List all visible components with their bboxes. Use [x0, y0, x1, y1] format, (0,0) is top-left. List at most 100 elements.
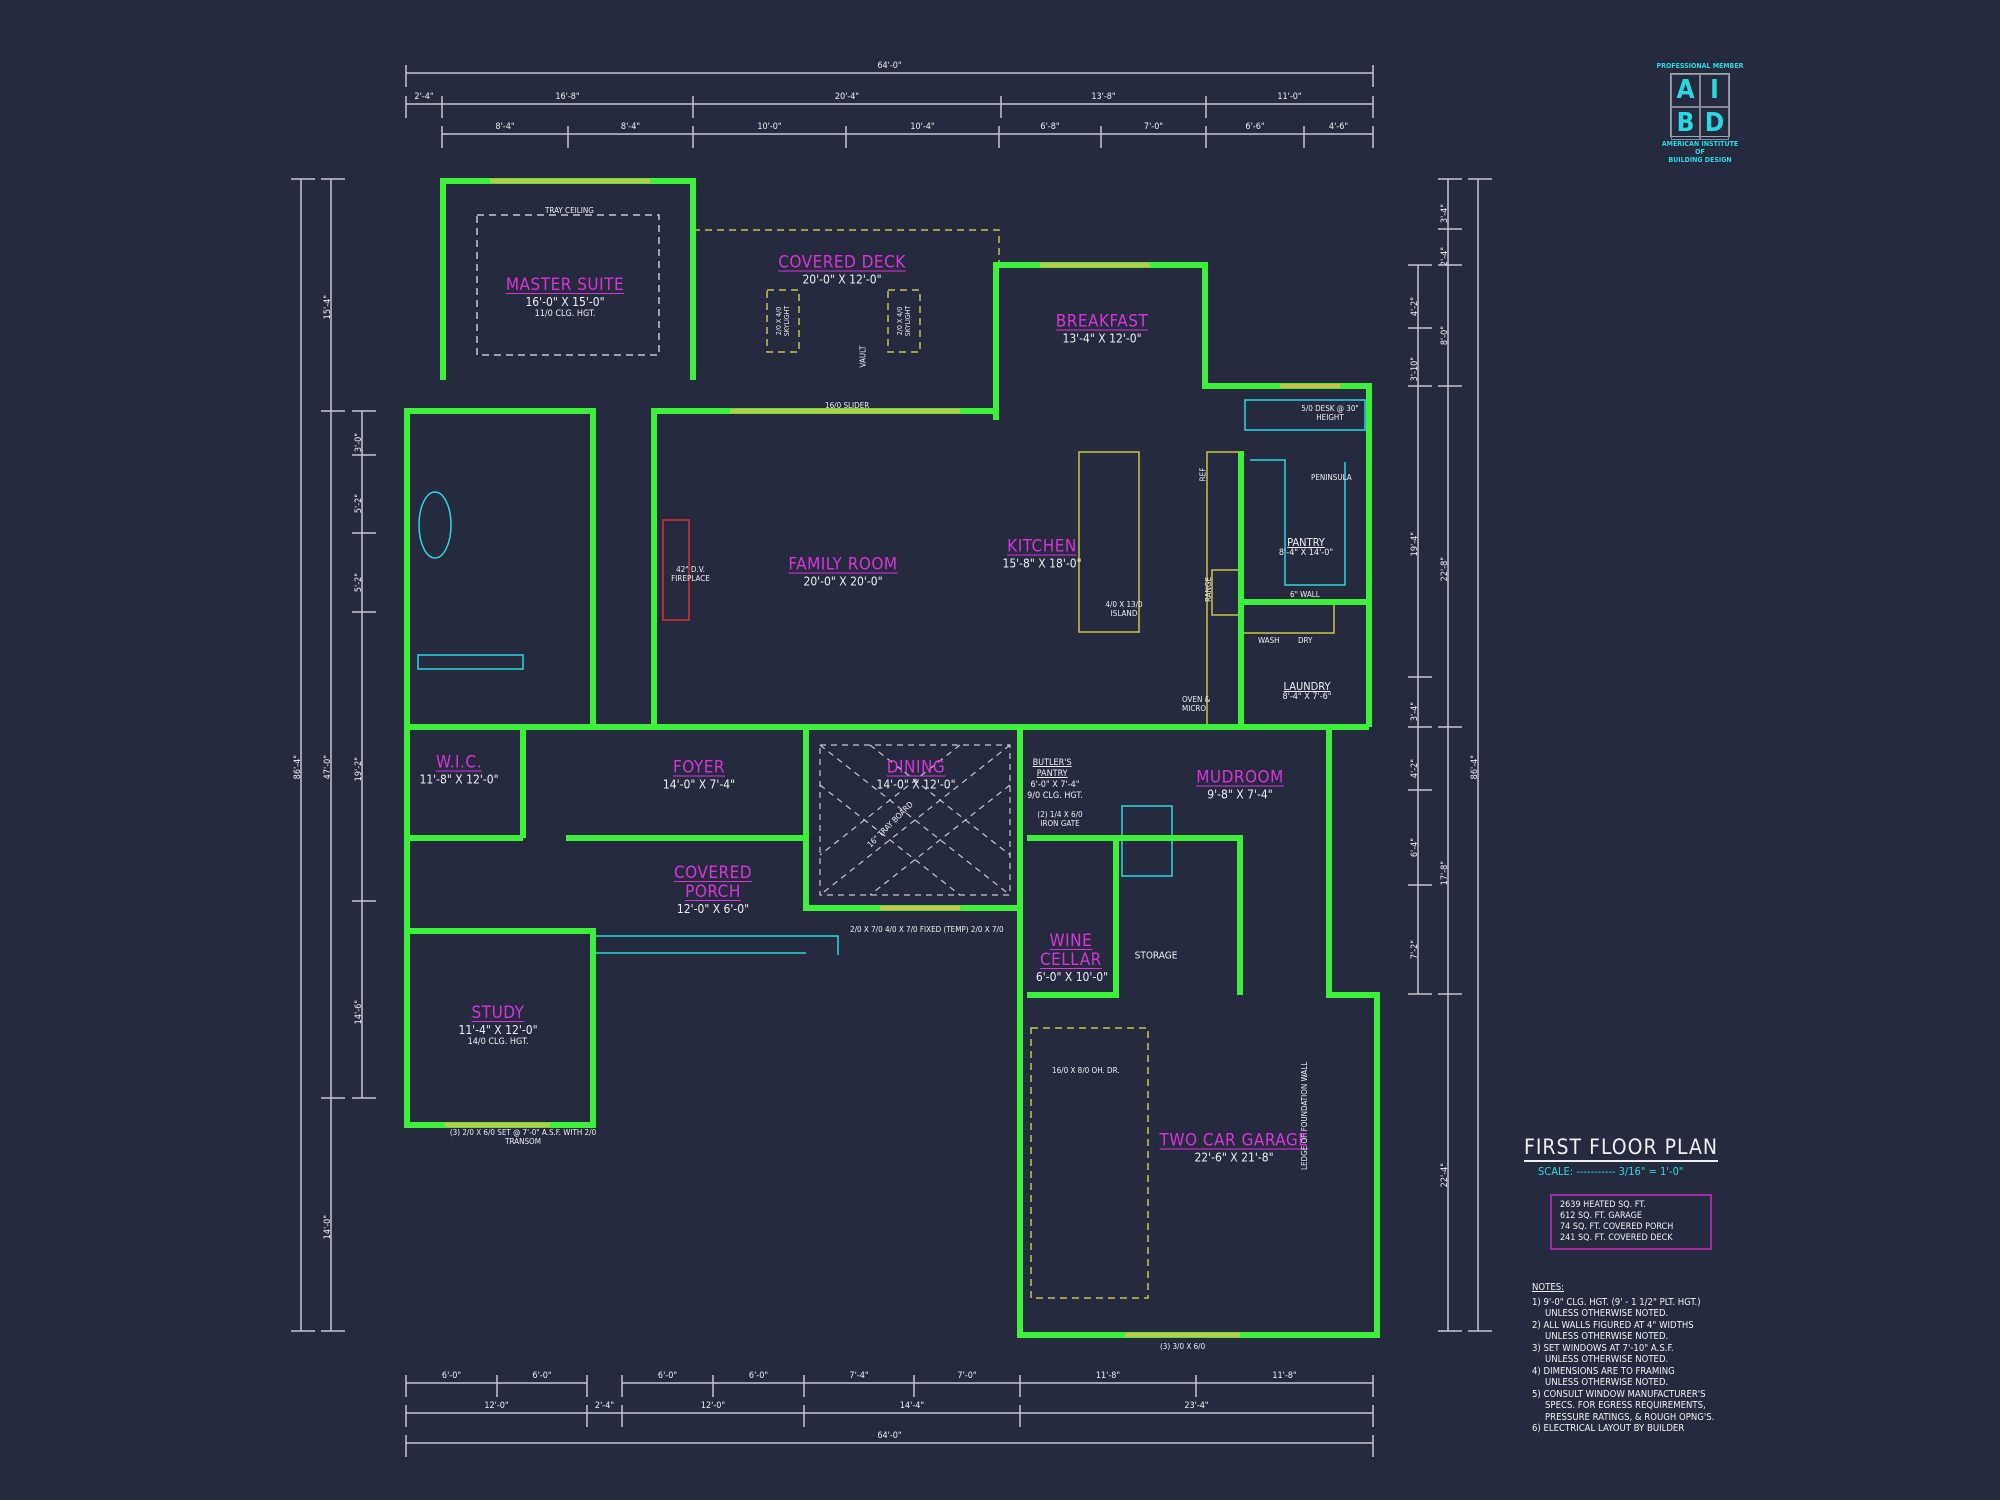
garage-door-outline	[1030, 1027, 1149, 1299]
logo-bottom-text: OF	[1695, 148, 1705, 156]
area-garage: 612 SQ. FT. GARAGE	[1560, 1211, 1643, 1221]
note-line: UNLESS OTHERWISE NOTED.	[1545, 1308, 1669, 1319]
room-name: BUTLER'S PANTRY	[1032, 758, 1072, 779]
garage-door-label: 16/0 X 8/0 OH. DR.	[1052, 1066, 1120, 1075]
dimension-label: 8'-0"	[1440, 325, 1450, 345]
note-line: 1) 9'-0" CLG. HGT. (9' - 1 1/2" PLT. HGT…	[1532, 1296, 1701, 1308]
dimension-label: 4'-2"	[1410, 758, 1420, 778]
dimension-label: 64'-0"	[877, 61, 902, 71]
bath-fixtures	[417, 399, 1366, 955]
dimension-label: 6'-8"	[1040, 122, 1060, 132]
area-heated: 2639 HEATED SQ. FT.	[1560, 1200, 1646, 1210]
foundation-label: LEDGE OF FOUNDATION WALL	[1300, 1061, 1309, 1170]
room-dimension: 12'-0" X 6'-0"	[676, 902, 750, 916]
plan-scale: SCALE: ----------- 3/16" = 1'-0"	[1538, 1165, 1684, 1178]
room-name: MASTER SUITE	[505, 275, 625, 295]
room-dining: DINING 14'-0" X 12'-0"	[876, 758, 955, 792]
dimension-label: 2'-4"	[1440, 247, 1450, 267]
room-note: 14/0 CLG. HGT.	[467, 1037, 529, 1047]
note-line: UNLESS OTHERWISE NOTED.	[1545, 1331, 1669, 1342]
wall-west-wing	[404, 408, 596, 1128]
dimension-label: 6'-0"	[441, 1371, 462, 1381]
dimension-label: 3'-0"	[354, 433, 364, 453]
wall-breakfast-pantry	[993, 262, 1372, 727]
dimension-label: 7'-0"	[957, 1371, 977, 1381]
note-line: UNLESS OTHERWISE NOTED.	[1545, 1354, 1669, 1365]
logo-letter: D	[1700, 107, 1729, 140]
dimension-label: 10'-0"	[757, 122, 782, 132]
dimension-label: 6'-0"	[657, 1371, 678, 1381]
vanity	[417, 654, 524, 670]
wall-wine-cellar	[1027, 835, 1119, 998]
room-name: FOYER	[672, 757, 726, 778]
dimension-label: 6'-6"	[1245, 122, 1265, 132]
wall-storage	[1116, 835, 1243, 995]
general-notes: NOTES: 1) 9'-0" CLG. HGT. (9' - 1 1/2" P…	[1532, 1282, 1714, 1435]
room-dimension: 11'-4" X 12'-0"	[458, 1023, 538, 1037]
room-master-suite: MASTER SUITE 16'-0" X 15'-0" 11/0 CLG. H…	[506, 276, 624, 320]
note-line: 4) DIMENSIONS ARE TO FRAMING	[1532, 1365, 1675, 1377]
slider-label: 16/0 SLIDER	[825, 401, 870, 410]
note-line: 5) CONSULT WINDOW MANUFACTURER'S	[1532, 1388, 1706, 1400]
garage-window-label: (3) 3/0 X 6/0	[1160, 1342, 1206, 1351]
dimension-label: 13'-8"	[1091, 92, 1116, 102]
room-breakfast: BREAKFAST 13'-4" X 12'-0"	[1055, 311, 1149, 346]
study-window-label: (3) 2/0 X 6/0 SET @ 7'-0" A.S.F. WITH 2/…	[449, 1128, 597, 1146]
kitchen-island	[1078, 451, 1140, 633]
room-name: BREAKFAST	[1055, 311, 1149, 332]
room-name: LAUNDRY	[1283, 680, 1331, 693]
logo-letter: B	[1671, 107, 1700, 140]
dimension-label: 3'-4"	[1410, 702, 1420, 722]
room-name: PANTRY	[1287, 536, 1325, 549]
room-name: WINE CELLAR	[1039, 931, 1102, 970]
plan-title: FIRST FLOOR PLAN	[1524, 1135, 1719, 1162]
room-dimension: 11'-8" X 12'-0"	[419, 772, 499, 787]
desk	[1244, 399, 1366, 431]
freestanding-tub	[418, 491, 452, 559]
dimension-label: 86'-4"	[1470, 755, 1480, 780]
peninsula-label: PENINSULA	[1311, 473, 1352, 482]
note-line: SPECS. FOR EGRESS REQUIREMENTS,	[1545, 1400, 1706, 1411]
dimension-label: 12'-0"	[484, 1401, 509, 1411]
room-study: STUDY 11'-4" X 12'-0" 14/0 CLG. HGT.	[458, 1004, 537, 1048]
dimension-label: 20'-4"	[834, 92, 860, 102]
dimension-label: 3'-10"	[1410, 357, 1420, 382]
wall-garage	[1017, 727, 1380, 1338]
room-dimension: 20'-0" X 20'-0"	[803, 574, 883, 589]
room-name: STORAGE	[1134, 950, 1178, 962]
porch-step-1	[593, 935, 839, 955]
dimension-label: 16'-8"	[555, 92, 580, 102]
dimension-label: 11'-0"	[1277, 92, 1302, 102]
dimension-label: 23'-4"	[1184, 1401, 1209, 1411]
notes-list: 1) 9'-0" CLG. HGT. (9' - 1 1/2" PLT. HGT…	[1532, 1297, 1714, 1435]
wall-dining	[803, 727, 1023, 911]
area-covered-deck: 241 SQ. FT. COVERED DECK	[1560, 1233, 1673, 1243]
room-dimension: 9'-8" X 7'-4"	[1207, 787, 1273, 802]
room-dimension: 13'-4" X 12'-0"	[1062, 331, 1142, 346]
dimension-label: 64'-0"	[877, 1431, 902, 1441]
desk-label: 5/0 DESK @ 30" HEIGHT	[1301, 404, 1359, 422]
logo-letter: I	[1700, 74, 1729, 107]
room-dimension: 6'-0" X 7'-4"	[1030, 780, 1080, 790]
dimension-label: 11'-8"	[1272, 1371, 1297, 1381]
laundry-counter	[1240, 602, 1335, 634]
room-storage: STORAGE	[1135, 951, 1178, 962]
dimension-label: 8'-4"	[495, 122, 515, 132]
room-name: MUDROOM	[1196, 767, 1284, 788]
note-line: PRESSURE RATINGS, & ROUGH OPNG'S.	[1545, 1411, 1715, 1423]
dimension-label: 2'-4"	[414, 92, 434, 102]
pantry-shelving	[1250, 459, 1346, 586]
skylight-left	[766, 289, 800, 353]
windows	[445, 179, 1340, 1337]
dimension-label: 14'-4"	[899, 1401, 925, 1411]
logo-bottom-text: BUILDING DESIGN	[1668, 156, 1732, 164]
note-line: 2) ALL WALLS FIGURED AT 4" WIDTHS	[1532, 1319, 1694, 1331]
dimension-label: 4'-6"	[1328, 122, 1349, 132]
title-block: FIRST FLOOR PLAN SCALE: ----------- 3/16…	[1524, 1135, 1719, 1178]
room-covered-deck: COVERED DECK 20'-0" X 12'-0"	[778, 253, 906, 287]
dimension-label: 15'-4"	[323, 295, 333, 320]
room-foyer: FOYER 14'-0" X 7'-4"	[663, 757, 735, 792]
room-mudroom: MUDROOM 9'-8" X 7'-4"	[1196, 767, 1284, 802]
area-covered-porch: 74 SQ. FT. COVERED PORCH	[1560, 1222, 1674, 1232]
dining-tray-pattern	[819, 744, 1011, 896]
